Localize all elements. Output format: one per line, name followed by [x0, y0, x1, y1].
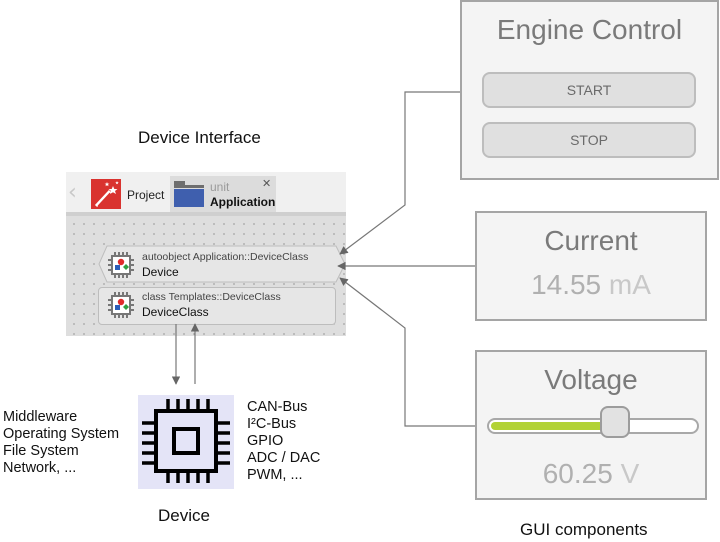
current-unit: mA — [608, 269, 651, 300]
current-panel: Current 14.55 mA — [475, 211, 707, 321]
stop-button[interactable]: STOP — [482, 122, 696, 158]
tab-unit-kind: unit — [210, 180, 230, 194]
voltage-readout: 60.25 V — [477, 458, 705, 490]
autoobject-kind: autoobject Application::DeviceClass — [142, 251, 309, 263]
folder-icon — [174, 181, 204, 207]
voltage-title: Voltage — [544, 364, 638, 395]
peripherals-list: CAN-Bus I²C-Bus GPIO ADC / DAC PWM, ... — [247, 399, 320, 484]
connector-voltage — [339, 277, 475, 427]
engine-control-panel: Engine Control START STOP — [460, 0, 719, 180]
tab-unit-name: Application — [210, 195, 276, 209]
software-stack-item: Middleware — [3, 409, 78, 425]
device-chip-icon — [138, 395, 234, 489]
current-value: 14.55 — [531, 269, 602, 300]
voltage-slider-fill — [491, 422, 616, 430]
peripheral-item: CAN-Bus — [247, 399, 308, 415]
voltage-slider-track[interactable] — [487, 418, 699, 434]
device-interface-caption: Device Interface — [138, 128, 261, 147]
peripheral-item: GPIO — [247, 433, 284, 449]
autoobject-name[interactable]: Device — [142, 265, 179, 279]
canvas-border — [66, 212, 346, 216]
peripheral-item: I²C-Bus — [247, 416, 297, 432]
peripheral-item: PWM, ... — [247, 467, 303, 483]
current-readout: 14.55 mA — [477, 269, 705, 301]
software-stack-item: Operating System — [3, 426, 120, 442]
software-stack-item: Network, ... — [3, 460, 77, 476]
class-kind: class Templates::DeviceClass — [142, 291, 281, 303]
class-name: DeviceClass — [142, 305, 209, 319]
class-chip-icon — [107, 291, 135, 319]
project-wand-icon[interactable] — [91, 179, 121, 209]
peripheral-item: ADC / DAC — [247, 450, 321, 466]
start-button[interactable]: START — [482, 72, 696, 108]
voltage-slider-thumb[interactable] — [600, 406, 630, 438]
autoobject-chip-icon — [107, 251, 135, 279]
connector-engine — [339, 91, 460, 255]
voltage-unit: V — [620, 458, 640, 489]
device-caption: Device — [158, 506, 210, 525]
engine-control-title: Engine Control — [496, 14, 683, 45]
voltage-value: 60.25 — [542, 458, 613, 489]
software-stack-list: Middleware Operating System File System … — [3, 409, 119, 477]
current-title: Current — [544, 225, 638, 256]
class-brick[interactable] — [98, 287, 336, 325]
software-stack-item: File System — [3, 443, 79, 459]
autoobject-brick-shape — [98, 245, 346, 283]
voltage-panel: Voltage 60.25 V — [475, 350, 707, 500]
tab-project-label[interactable]: Project — [127, 188, 165, 202]
close-tab-icon[interactable]: ✕ — [262, 177, 272, 190]
gui-components-caption: GUI components — [520, 520, 648, 539]
back-chevron-icon[interactable]: ‹ — [68, 180, 77, 205]
